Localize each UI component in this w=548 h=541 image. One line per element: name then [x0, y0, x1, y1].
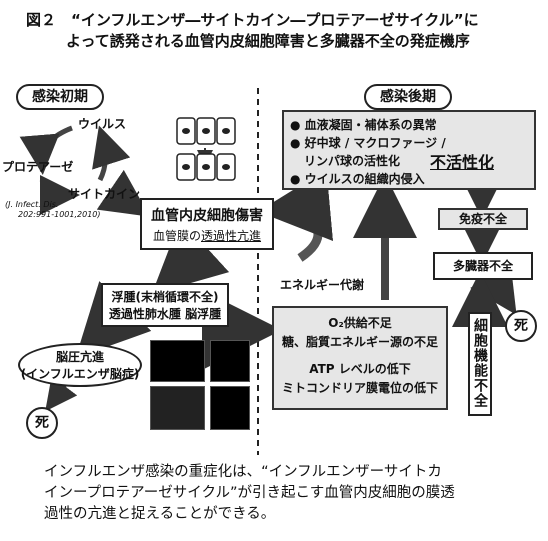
arrow-to-death-right — [470, 261, 517, 316]
cycle-arrow-2 — [39, 174, 80, 215]
late-item-1-text: 血液凝固・補体系の異常 — [304, 118, 437, 132]
citation-line1: (J. Infect. Dis. — [5, 200, 59, 209]
figure-title: 図２ “インフルエンザ―サイトカイン―プロテアーゼサイクル”に よって誘発される… — [26, 10, 536, 52]
caption-line2: インープロテアーゼサイクル”が引き起こす血管内皮細胞の膜透 — [44, 485, 455, 501]
cycle-protease: プロテアーゼ — [2, 160, 74, 174]
edema-title: 浮腫(末梢循環不全) — [111, 290, 219, 304]
endothelial-subtitle-prefix: 血管膜の — [152, 229, 201, 243]
endothelial-subtitle: 血管膜の透過性亢進 — [142, 227, 272, 244]
late-item-2b: リンパ球の活性化 — [304, 154, 401, 168]
late-item-1: ● 血液凝固・補体系の異常 — [290, 118, 437, 132]
title-line1: 図２ “インフルエンザ―サイトカイン―プロテアーゼサイクル”に — [26, 11, 479, 29]
arrow-to-death-left — [45, 376, 78, 412]
title-line2: よって誘発される血管内皮細胞障害と多臓器不全の発症機序 — [66, 32, 470, 50]
lung-image-2 — [150, 386, 205, 430]
energy-metabolism-label: エネルギー代謝 — [280, 278, 365, 292]
cell-dysfunction-box: 細胞機能不全 — [468, 312, 492, 416]
inactivation-label: 不活性化 — [430, 153, 495, 172]
energy-line2: 糖、脂質エネルギー源の不足 — [281, 335, 438, 349]
multi-organ-failure-box: 多臓器不全 — [433, 252, 533, 280]
energy-line4: ミトコンドリア膜電位の低下 — [281, 381, 438, 395]
late-phase-label: 感染後期 — [364, 84, 452, 110]
brain-image-1 — [210, 340, 250, 382]
energy-line1: O₂供給不足 — [328, 316, 392, 330]
citation-line2: 202:991-1001,2010) — [18, 210, 101, 219]
endothelial-title: 血管内皮細胞傷害 — [151, 208, 263, 224]
cycle-cytokine: サイトカイン — [68, 187, 141, 201]
edema-subtitle: 透過性肺水腫 脳浮腫 — [108, 307, 222, 321]
endothelial-cells-illustration — [176, 117, 236, 181]
late-item-2: ● 好中球 / マクロファージ / — [290, 136, 446, 150]
arrow-cycle-to-endothelial — [96, 169, 150, 217]
cycle-virus: ウイルス — [78, 117, 127, 131]
endothelial-damage-box: 血管内皮細胞傷害 血管膜の透過性亢進 — [140, 198, 274, 250]
late-item-3: ● ウイルスの組織内侵入 — [290, 172, 425, 186]
lung-image-1 — [150, 340, 205, 382]
late-phase-box: ● 血液凝固・補体系の異常 ● 好中球 / マクロファージ / リンパ球の活性化… — [282, 110, 536, 190]
cycle-arrow-3 — [92, 125, 131, 182]
late-item-3-text: ウイルスの組織内侵入 — [304, 172, 425, 186]
cell-dysfunction-text: 細胞機能不全 — [472, 318, 488, 408]
cycle-arrow-1 — [19, 125, 73, 175]
immunodeficiency-box: 免疫不全 — [438, 208, 528, 230]
brain-line2: (インフルエンザ脳症) — [20, 367, 140, 381]
caption-line3: 過性の亢進と捉えることができる。 — [44, 506, 276, 522]
brain-line1: 脳圧亢進 — [55, 350, 104, 364]
endothelial-subtitle-emphasis: 透過性亢進 — [201, 229, 262, 243]
arrow-to-edema — [151, 218, 230, 295]
edema-box: 浮腫(末梢循環不全) 透過性肺水腫 脳浮腫 — [101, 283, 229, 327]
energy-deficit-box: O₂供給不足 糖、脂質エネルギー源の不足 ATP レベルの低下 ミトコンドリア膜… — [272, 306, 448, 410]
caption-line1: インフルエンザ感染の重症化は、“インフルエンザーサイトカ — [44, 464, 442, 480]
death-left: 死 — [26, 407, 58, 439]
early-phase-label: 感染初期 — [16, 84, 104, 110]
late-item-2-text: 好中球 / マクロファージ / — [304, 136, 446, 150]
brain-pressure-node: 脳圧亢進 (インフルエンザ脳症) — [18, 343, 142, 387]
figure-caption: インフルエンザ感染の重症化は、“インフルエンザーサイトカ インープロテアーゼサイ… — [44, 462, 524, 525]
energy-line3: ATP レベルの低下 — [309, 362, 411, 376]
arrow-energy-curve — [258, 169, 334, 262]
death-right: 死 — [505, 310, 537, 342]
brain-image-2 — [210, 386, 250, 430]
